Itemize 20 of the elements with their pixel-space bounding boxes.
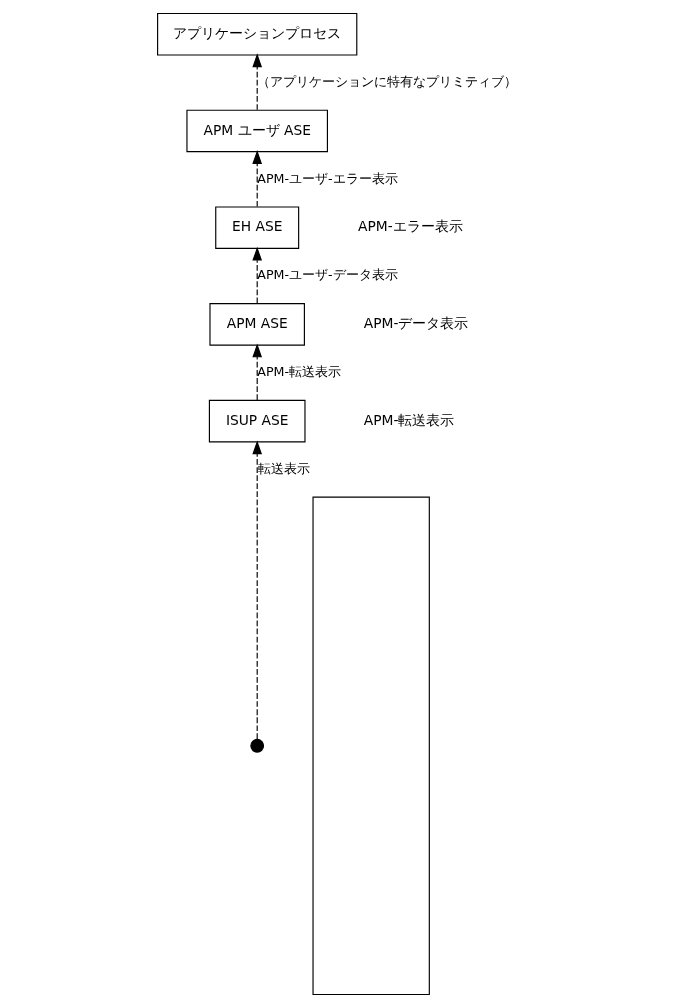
edge-label: 転送表示 (257, 460, 310, 476)
node-box: ISUP ASE (208, 399, 306, 443)
edge-label: （アプリケーションに特有なプリミティブ） (257, 73, 518, 89)
node-box: アプリケーションプロセス (157, 12, 358, 56)
node-box: APM ASE (209, 303, 305, 346)
label: APM-転送表示 (363, 411, 455, 428)
edge-label: APM-ユーザ-データ表示 (257, 267, 398, 283)
arrow (252, 246, 263, 304)
node-box (312, 496, 430, 996)
node-circle (250, 738, 265, 753)
arrow (252, 343, 263, 401)
node-box: APM ユーザ ASE (186, 109, 328, 153)
edge-label: APM-ユーザ-エラー表示 (257, 170, 398, 186)
node-box: EH ASE (215, 206, 300, 249)
label: APM-エラー表示 (358, 218, 463, 235)
arrow (252, 53, 263, 111)
label: APM-データ表示 (363, 314, 469, 331)
arrow (252, 150, 263, 208)
arrow (252, 440, 263, 740)
edge-label: APM-転送表示 (257, 363, 342, 379)
